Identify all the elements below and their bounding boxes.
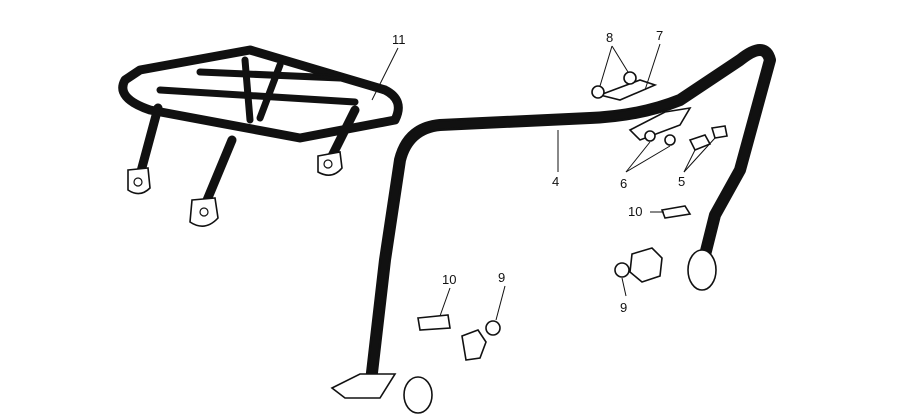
callout-numbers: 11 8 7 4 6 5 10 9 10 9 <box>392 28 685 315</box>
callout-10-left: 10 <box>442 272 456 287</box>
callout-5: 5 <box>678 174 685 189</box>
nut-8a <box>591 85 605 99</box>
callout-6: 6 <box>620 176 627 191</box>
guard-frame <box>330 44 776 414</box>
washer-6b <box>664 134 676 146</box>
callout-7: 7 <box>656 28 663 43</box>
spacer-9-left <box>485 320 501 336</box>
hardware <box>417 71 728 336</box>
leader-lines <box>371 43 716 321</box>
callout-9-right: 9 <box>620 300 627 315</box>
callout-11: 11 <box>392 32 406 47</box>
nut-8b <box>623 71 637 85</box>
bolt-5a <box>688 134 712 152</box>
callout-10-right: 10 <box>628 204 642 219</box>
bolt-5b <box>710 125 728 139</box>
spacer-9-right <box>614 262 630 278</box>
washer-6a <box>644 130 656 142</box>
luggage-rack <box>118 45 403 227</box>
callout-4: 4 <box>552 174 559 189</box>
callout-9-left: 9 <box>498 270 505 285</box>
bolt-10-left <box>417 314 451 331</box>
bolt-10-right <box>660 205 692 219</box>
callout-8: 8 <box>606 30 613 45</box>
